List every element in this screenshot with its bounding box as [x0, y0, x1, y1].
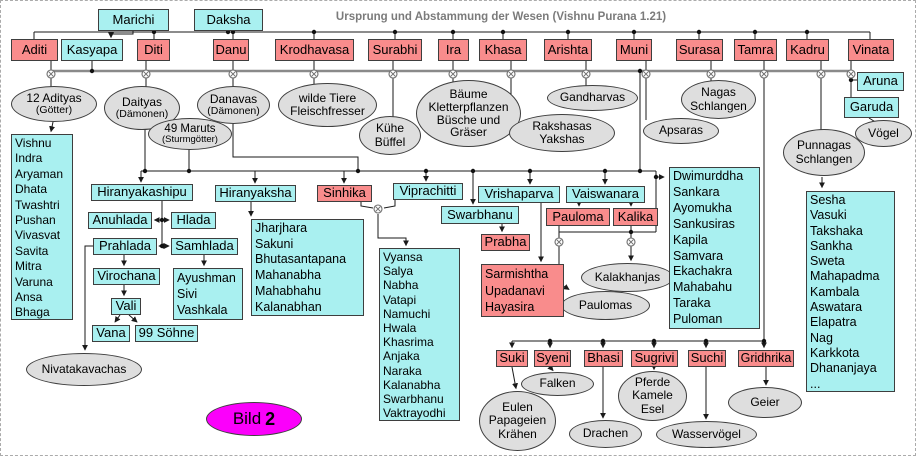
list-vrishaparva-daughters: Sarmishtha Upadanavi Hayasira: [481, 264, 564, 317]
node-bhasi: Bhasi: [584, 350, 623, 367]
group-adityas-label: 12 Adityas: [26, 90, 82, 105]
node-kasyapa: Kasyapa: [61, 39, 123, 61]
group-pferde-kamele-esel: Pferde Kamele Esel: [618, 371, 687, 421]
node-anuhlada: Anuhlada: [88, 212, 152, 229]
group-maruts: 49 Maruts (Sturmgötter): [148, 118, 232, 150]
list-viprachitti-sons: Vyansa Salya Nabha Vatapi Namuchi Hwala …: [379, 248, 460, 421]
group-eulen-papageien-kraehen: Eulen Papageien Krähen: [479, 391, 556, 451]
node-marichi: Marichi: [98, 9, 169, 31]
node-muni: Muni: [616, 39, 652, 61]
group-danavas-label: Danavas: [209, 91, 258, 106]
group-danavas: Danavas (Dämonen): [197, 86, 270, 124]
node-tamra: Tamra: [734, 39, 777, 61]
node-arishta: Arishta: [544, 39, 592, 61]
node-danu: Danu: [213, 39, 249, 61]
node-kalika: Kalika: [613, 208, 658, 226]
node-aditi: Aditi: [11, 39, 58, 61]
group-kalakhanjas: Kalakhanjas: [581, 263, 674, 292]
node-99-soehne: 99 Söhne: [135, 325, 198, 342]
node-daksha: Daksha: [194, 9, 263, 31]
group-falken: Falken: [521, 372, 594, 396]
group-adityas-sublabel: (Götter): [35, 104, 73, 117]
node-khasa: Khasa: [479, 39, 527, 61]
node-pauloma: Pauloma: [546, 208, 610, 226]
group-punnagas-schlangen: Punnagas Schlangen: [783, 129, 865, 176]
node-samhlada: Samhlada: [171, 238, 238, 255]
node-prabha: Prabha: [481, 234, 530, 251]
node-vinata: Vinata: [848, 39, 894, 61]
group-nivatakavachas: Nivatakavachas: [26, 353, 142, 386]
group-maruts-label: 49 Maruts: [164, 122, 216, 135]
node-sinhika: Sinhika: [317, 185, 372, 202]
group-kuehe-bueffel: Kühe Büffel: [359, 116, 421, 155]
node-surabhi: Surabhi: [368, 39, 422, 61]
node-hiranyakashipu: Hiranyakashipu: [91, 184, 193, 201]
group-nagas-schlangen: Nagas Schlangen: [681, 80, 756, 119]
list-danava-chiefs: Dwimurddha Sankara Ayomukha Sankusiras K…: [669, 167, 760, 329]
diagram-title: Ursprung und Abstammung der Wesen (Vishn…: [335, 11, 667, 23]
group-danavas-sublabel: (Dämonen): [207, 105, 260, 118]
group-maruts-sublabel: (Sturmgötter): [162, 134, 218, 146]
list-hiranyaksha-sons: Jharjhara Sakuni Bhutasantapana Mahanabh…: [251, 219, 364, 316]
node-vali: Vali: [111, 298, 141, 315]
list-nagas: Sesha Vasuki Takshaka Sankha Sweta Mahap…: [806, 191, 895, 392]
node-krodhavasa: Krodhavasa: [275, 39, 354, 61]
node-sugrivi: Sugrivi: [631, 350, 678, 367]
node-vrishaparva: Vrishaparva: [478, 186, 560, 203]
node-garuda: Garuda: [844, 97, 899, 118]
list-ayushman-sivi-vashkala: Ayushman Sivi Vashkala: [173, 268, 243, 320]
node-syeni: Syeni: [534, 350, 571, 367]
node-surasa: Surasa: [676, 39, 723, 61]
node-virochana: Virochana: [93, 268, 160, 285]
node-ira: Ira: [438, 39, 469, 61]
group-daityas-label: Daityas: [121, 94, 162, 109]
node-gridhrika: Gridhrika: [738, 350, 794, 367]
group-wasservoegel: Wasservögel: [656, 421, 757, 448]
figure-caption-number: 2: [265, 408, 276, 429]
node-suchi: Suchi: [688, 350, 726, 367]
node-kadru: Kadru: [786, 39, 829, 61]
node-aruna: Aruna: [857, 72, 904, 91]
group-baeume: Bäume Kletterpflanzen Büsche und Gräser: [416, 80, 521, 147]
group-gandharvas: Gandharvas: [547, 85, 638, 111]
group-daityas: Daityas (Dämonen): [104, 86, 180, 130]
list-adityas: Vishnu Indra Aryaman Dhata Twashtri Push…: [11, 134, 73, 320]
node-swarbhanu: Swarbhanu: [441, 206, 519, 224]
group-daityas-sublabel: (Dämonen): [115, 108, 169, 121]
node-viprachitti: Viprachitti: [393, 183, 463, 200]
node-hlada: Hlada: [171, 212, 216, 229]
node-prahlada: Prahlada: [93, 238, 157, 255]
figure-caption: Bild 2: [206, 402, 302, 436]
group-rakshasas-yakshas: Rakshasas Yakshas: [509, 114, 615, 152]
node-suki: Suki: [496, 350, 528, 367]
node-diti: Diti: [137, 39, 170, 61]
group-drachen: Drachen: [569, 420, 642, 448]
node-vaiswanara: Vaiswanara: [566, 186, 645, 203]
figure-caption-label: Bild: [232, 409, 262, 429]
group-wilde-tiere: wilde Tiere Fleischfresser: [278, 83, 377, 127]
group-geier: Geier: [728, 387, 802, 418]
group-adityas: 12 Adityas (Götter): [11, 86, 97, 122]
group-paulomas: Paulomas: [561, 291, 650, 320]
node-vana: Vana: [92, 325, 130, 342]
group-voegel: Vögel: [855, 120, 912, 147]
group-apsaras: Apsaras: [643, 118, 719, 144]
node-hiranyaksha: Hiranyaksha: [215, 185, 296, 202]
